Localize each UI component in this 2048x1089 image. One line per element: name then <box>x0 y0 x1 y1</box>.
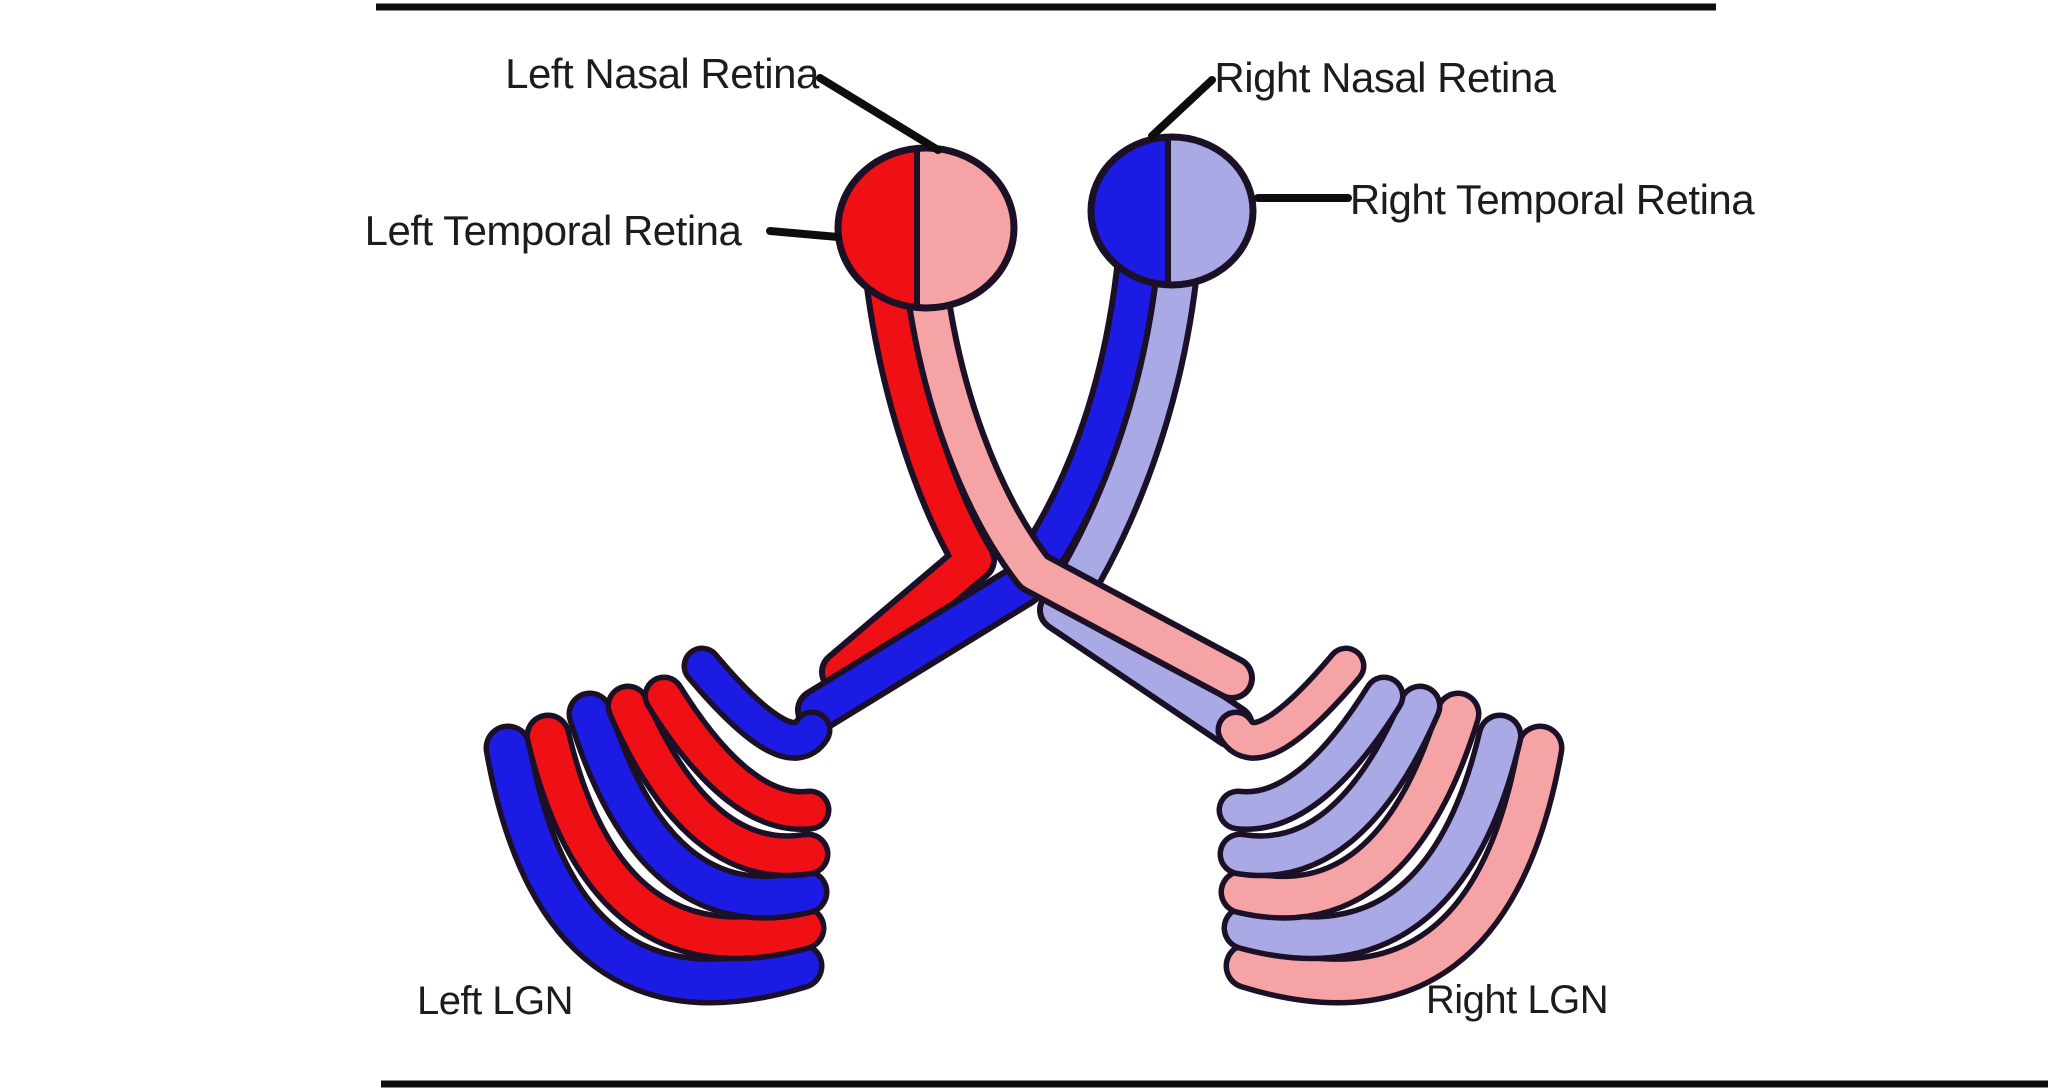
right-lgn <box>1215 645 1565 1006</box>
left-eye-outline <box>834 144 1018 312</box>
right-eye-outline <box>1087 133 1257 289</box>
left-nasal-fiber <box>907 247 1249 695</box>
right-nasal-retina-label: Right Nasal Retina <box>1214 54 1556 101</box>
left-lgn <box>483 645 833 1006</box>
slide-borders <box>376 3 2048 1088</box>
right-lgn-layer6-contra <box>1229 729 1559 1000</box>
right-lgn-label: Right LGN <box>1425 978 1609 1022</box>
left-nasal-retina-label: Left Nasal Retina <box>505 50 819 97</box>
left-temporal-pointer-line <box>766 227 842 241</box>
left-temporal-retina-label: Left Temporal Retina <box>364 207 742 254</box>
left-lgn-layer1-contra <box>687 651 827 756</box>
left-lgn-label: Left LGN <box>416 979 574 1023</box>
right-lgn-layer5-ipsi <box>1227 718 1518 956</box>
left-lgn-layer2-ipsi <box>648 680 826 827</box>
left-temporal-fiber <box>825 245 991 689</box>
left-lgn-layer6-contra <box>489 729 819 1000</box>
right-lgn-layer2-ipsi <box>1222 680 1400 827</box>
right-nasal-pointer-line <box>1148 76 1216 140</box>
left-eye <box>834 144 1018 312</box>
optic-nerves-and-tracts <box>795 237 1255 749</box>
left-temporal-retina-half <box>837 148 917 308</box>
left-lgn-layer5-ipsi <box>530 718 821 956</box>
right-eye <box>1087 133 1257 289</box>
right-lgn-layer1-contra <box>1221 651 1361 756</box>
right-lgn-layer3-ipsi <box>1223 689 1437 873</box>
right-lgn-layer4-contra <box>1224 696 1476 916</box>
pointer-lines <box>766 74 1352 241</box>
left-nasal-retina-half <box>917 147 1014 308</box>
right-nasal-retina-half <box>1092 137 1168 285</box>
right-temporal-retina-label: Right Temporal Retina <box>1349 176 1755 223</box>
left-lgn-layer3-ipsi <box>611 689 825 873</box>
left-lgn-layer4-contra <box>572 696 824 916</box>
right-temporal-retina-half <box>1168 136 1255 285</box>
left-nasal-pointer-line <box>816 74 942 154</box>
